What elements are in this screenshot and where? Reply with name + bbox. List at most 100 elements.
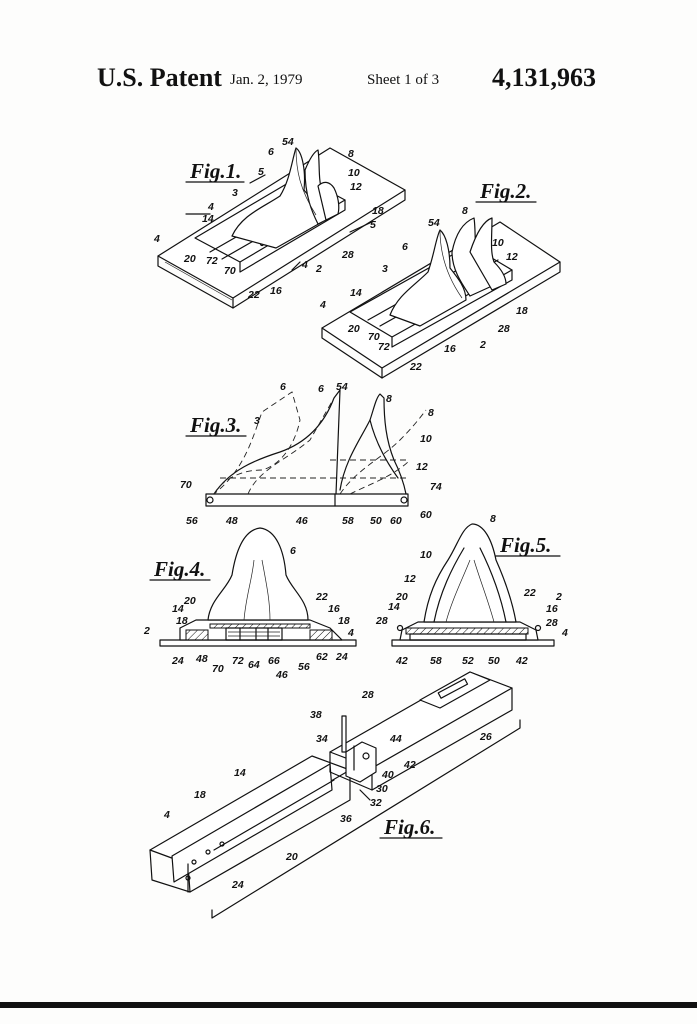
figure-label: Fig.5. (499, 533, 551, 557)
patent-number: 4,131,963 (492, 63, 596, 92)
figure-1 (157, 147, 406, 309)
ref-numeral: 70 (180, 479, 192, 491)
ref-numeral: 26 (479, 731, 492, 743)
figure-2 (321, 217, 561, 379)
ref-numeral: 8 (348, 148, 354, 160)
bottom-rule (0, 1002, 697, 1008)
ref-numeral: 4 (319, 299, 326, 311)
ref-numeral: 58 (342, 515, 354, 527)
ref-numeral: 14 (202, 213, 214, 225)
ref-numeral: 46 (275, 669, 288, 681)
ref-numeral: 5 (258, 166, 264, 178)
ref-numeral: 56 (186, 515, 198, 527)
ref-numeral: 24 (231, 879, 244, 891)
ref-numeral: 50 (370, 515, 382, 527)
fig2-reference-numerals: 8 54 10 6 12 3 14 4 18 20 70 72 28 16 2 … (319, 205, 528, 373)
ref-numeral: 36 (340, 813, 352, 825)
figure-label: Fig.2. (479, 179, 531, 203)
fig5-reference-numerals: 8 10 12 20 22 2 14 16 28 28 42 58 52 50 … (375, 513, 568, 667)
ref-numeral: 4 (301, 259, 308, 271)
ref-numeral: 14 (350, 287, 362, 299)
ref-numeral: 20 (347, 323, 360, 335)
ref-numeral: 8 (490, 513, 496, 525)
ref-numeral: 38 (310, 709, 322, 721)
ref-numeral: 54 (336, 381, 348, 393)
ref-numeral: 20 (183, 253, 196, 265)
ref-numeral: 2 (315, 263, 322, 275)
fig6-reference-numerals: 28 38 34 44 26 42 40 30 32 36 14 18 4 20… (163, 689, 492, 891)
ref-numeral: 42 (395, 655, 408, 667)
ref-numeral: 12 (404, 573, 416, 585)
ref-numeral: 70 (212, 663, 224, 675)
ref-numeral: 5 (370, 219, 376, 231)
ref-numeral: 2 (143, 625, 150, 637)
ref-numeral: 52 (462, 655, 474, 667)
ref-numeral: 46 (295, 515, 308, 527)
ref-numeral: 30 (376, 783, 388, 795)
ref-numeral: 2 (479, 339, 486, 351)
ref-numeral: 6 (402, 241, 408, 253)
ref-numeral: 54 (428, 217, 440, 229)
ref-numeral: 44 (389, 733, 402, 745)
figure-4 (159, 527, 357, 647)
sheet-indicator: Sheet 1 of 3 (367, 72, 440, 88)
ref-numeral: 50 (488, 655, 500, 667)
ref-numeral: 4 (207, 201, 214, 213)
ref-numeral: 24 (335, 651, 348, 663)
ref-numeral: 42 (403, 759, 416, 771)
ref-numeral: 16 (328, 603, 340, 615)
ref-numeral: 16 (546, 603, 558, 615)
figure-6 (149, 671, 521, 919)
ref-numeral: 74 (430, 481, 442, 493)
figure-5 (391, 523, 555, 647)
ref-numeral: 48 (225, 515, 238, 527)
ref-numeral: 18 (194, 789, 206, 801)
ref-numeral: 16 (270, 285, 282, 297)
ref-numeral: 48 (195, 653, 208, 665)
ref-numeral: 18 (516, 305, 528, 317)
ref-numeral: 14 (388, 601, 400, 613)
ref-numeral: 28 (361, 689, 374, 701)
ref-numeral: 20 (183, 595, 196, 607)
ref-numeral: 18 (338, 615, 350, 627)
ref-numeral: 34 (316, 733, 328, 745)
ref-numeral: 72 (206, 255, 218, 267)
ref-numeral: 4 (347, 627, 354, 639)
ref-numeral: 10 (492, 237, 504, 249)
ref-numeral: 8 (462, 205, 468, 217)
ref-numeral: 40 (381, 769, 394, 781)
ref-numeral: 4 (163, 809, 170, 821)
figure-label: Fig.6. (383, 815, 435, 839)
ref-numeral: 18 (372, 205, 384, 217)
ref-numeral: 66 (268, 655, 280, 667)
ref-numeral: 10 (420, 433, 432, 445)
ref-numeral: 22 (247, 289, 260, 301)
figure-label: Fig.3. (189, 413, 241, 437)
ref-numeral: 16 (444, 343, 456, 355)
ref-numeral: 12 (416, 461, 428, 473)
ref-numeral: 6 (280, 381, 286, 393)
ref-numeral: 12 (506, 251, 518, 263)
ref-numeral: 3 (232, 187, 238, 199)
ref-numeral: 24 (171, 655, 184, 667)
ref-numeral: 14 (234, 767, 246, 779)
ref-numeral: 22 (409, 361, 422, 373)
ref-numeral: 6 (318, 383, 324, 395)
ref-numeral: 42 (515, 655, 528, 667)
ref-numeral: 18 (176, 615, 188, 627)
ref-numeral: 4 (561, 627, 568, 639)
ref-numeral: 72 (232, 655, 244, 667)
ref-numeral: 28 (341, 249, 354, 261)
ref-numeral: 62 (316, 651, 328, 663)
ref-numeral: 3 (254, 415, 260, 427)
ref-numeral: 8 (386, 393, 392, 405)
ref-numeral: 12 (350, 181, 362, 193)
fig4-reference-numerals: 6 20 22 14 16 18 18 2 24 48 72 64 66 62 … (143, 545, 354, 681)
ref-numeral: 8 (428, 407, 434, 419)
ref-numeral: 6 (290, 545, 296, 557)
ref-numeral: 4 (153, 233, 160, 245)
ref-numeral: 72 (378, 341, 390, 353)
ref-numeral: 64 (248, 659, 260, 671)
